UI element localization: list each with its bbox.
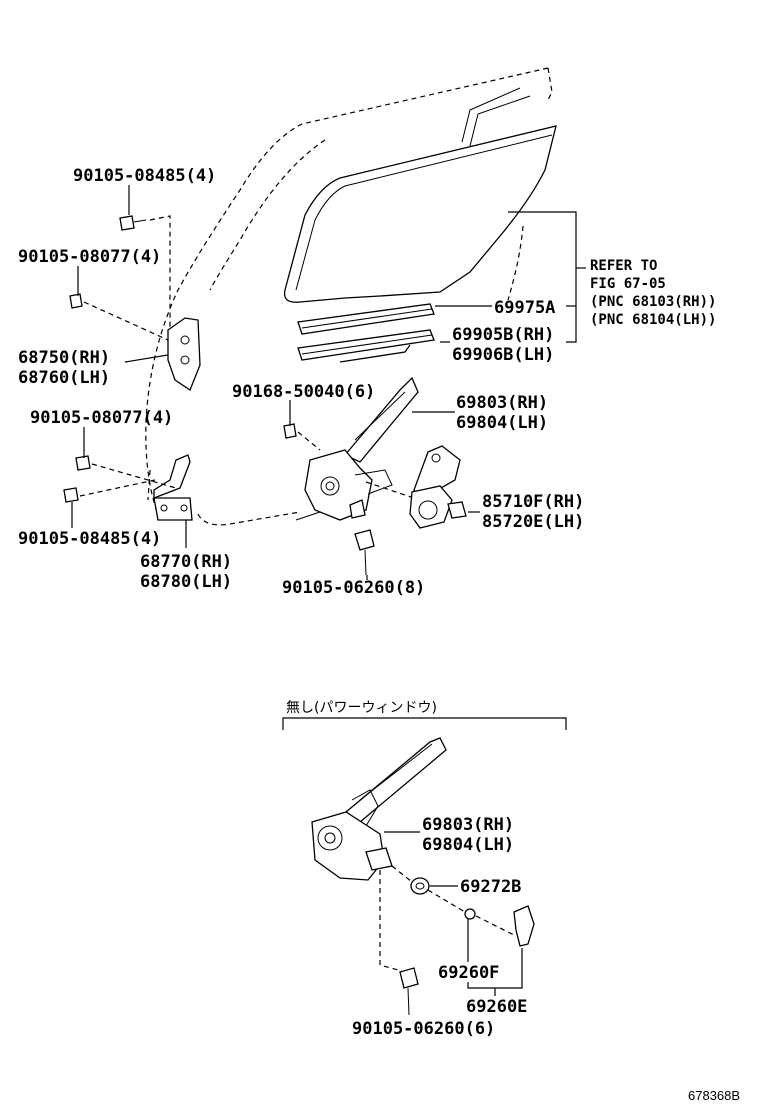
label-69260e: 69260E [466, 997, 527, 1017]
part-labels: 90105-08485(4) 90105-08077(4) 68750(RH) … [18, 166, 740, 1103]
label-68750: 68750(RH) [18, 348, 110, 368]
power-regulator [283, 376, 421, 521]
label-69975a: 69975A [494, 298, 555, 318]
no-power-window-note: 無し(パワーウィンドウ) [286, 700, 437, 716]
label-69804-top: 69804(LH) [456, 413, 548, 433]
upper-hinge [69, 215, 201, 391]
figure-id: 678368B [688, 1088, 740, 1103]
lower-hinge [63, 454, 193, 521]
label-69905b: 69905B(RH) [452, 325, 554, 345]
label-90105-06260-6: 90105-06260(6) [352, 1019, 495, 1039]
label-69803-bot: 69803(RH) [422, 815, 514, 835]
refer-to-line4: (PNC 68104(LH)) [590, 312, 716, 328]
label-68760: 68760(LH) [18, 368, 110, 388]
label-85720e: 85720E(LH) [482, 512, 584, 532]
label-90105-08077-mid: 90105-08077(4) [30, 408, 173, 428]
label-69260f: 69260F [438, 963, 499, 983]
door-outline [145, 67, 553, 526]
label-90105-08485-top: 90105-08485(4) [73, 166, 216, 186]
label-69804-bot: 69804(LH) [422, 835, 514, 855]
label-68780: 68780(LH) [140, 572, 232, 592]
leader-lines [71, 185, 586, 996]
label-90168-50040: 90168-50040(6) [232, 382, 375, 402]
refer-to-line3: (PNC 68103(RH)) [590, 294, 716, 310]
label-68770: 68770(RH) [140, 552, 232, 572]
label-90105-08485-bot: 90105-08485(4) [18, 529, 161, 549]
glass-run-channels [297, 303, 435, 363]
door-glass [283, 87, 557, 303]
refer-to-line1: REFER TO [590, 258, 657, 274]
label-90105-06260-8: 90105-06260(8) [282, 578, 425, 598]
refer-to-line2: FIG 67-05 [590, 276, 666, 292]
label-69906b: 69906B(LH) [452, 345, 554, 365]
window-motor [409, 445, 467, 529]
label-85710f: 85710F(RH) [482, 492, 584, 512]
label-69272b: 69272B [460, 877, 521, 897]
label-90105-08077-top: 90105-08077(4) [18, 247, 161, 267]
manual-regulator [311, 737, 535, 1016]
bolt-06260-8 [354, 529, 375, 576]
label-69803-top: 69803(RH) [456, 393, 548, 413]
